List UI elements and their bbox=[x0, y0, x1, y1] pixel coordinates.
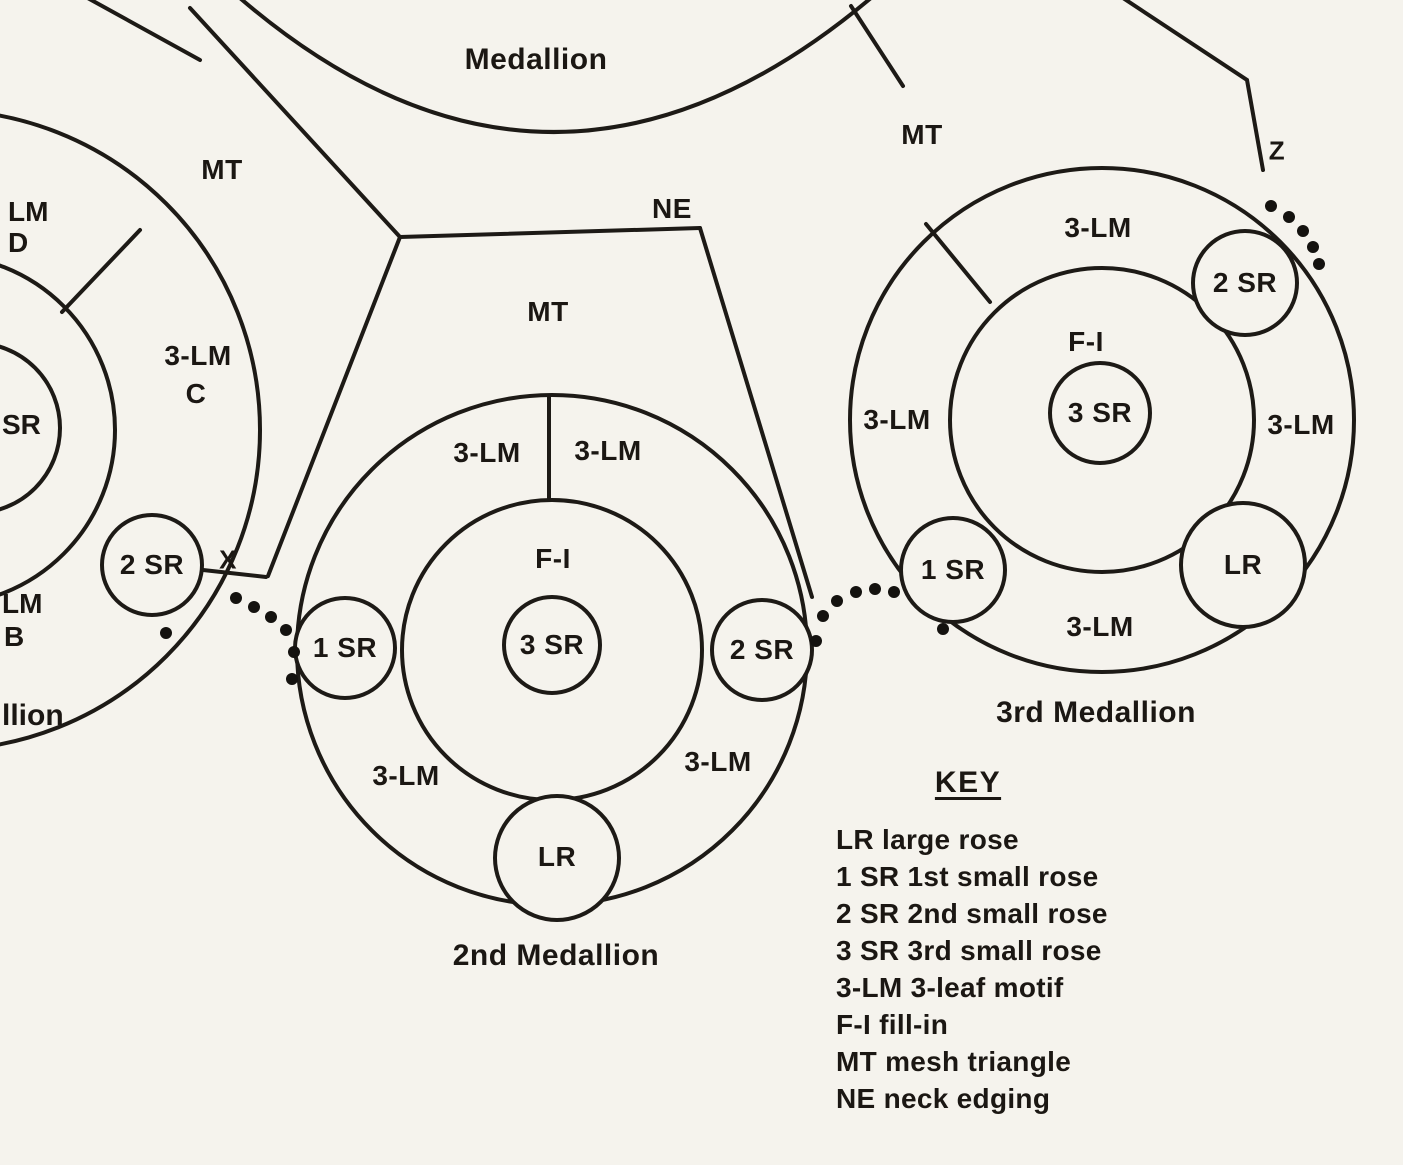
second-medallion-3sr-circle bbox=[502, 595, 602, 695]
third-medallion-lm-right-label: 3-LM bbox=[1267, 409, 1335, 440]
second-medallion-lr-label: LR bbox=[537, 841, 577, 872]
third-medallion-lr-circle bbox=[1179, 501, 1307, 629]
z-boundary-line bbox=[1122, 0, 1265, 172]
first-medallion-3sr-label: SR bbox=[2, 409, 41, 440]
second-medallion-1sr-label: 1 SR bbox=[312, 632, 378, 663]
top-left-line bbox=[87, 0, 202, 62]
top-medallion-label: Medallion bbox=[464, 43, 608, 76]
mesh-triangle-center-right-edge bbox=[698, 226, 814, 599]
third-medallion-inner-circle bbox=[948, 266, 1256, 574]
third-medallion-lr-label: LR bbox=[1223, 549, 1263, 580]
key-item-fi: F-I fill-in bbox=[836, 1009, 949, 1040]
point-x-label: X bbox=[219, 544, 237, 575]
point-z-label: Z bbox=[1268, 135, 1286, 166]
mesh-triangle-left-edge bbox=[188, 6, 402, 239]
key-item-3lm: 3-LM 3-leaf motif bbox=[836, 972, 1064, 1003]
x-connector-line bbox=[201, 568, 268, 579]
third-medallion-fill-in-label: F-I bbox=[1068, 326, 1104, 357]
second-medallion-caption: 2nd Medallion bbox=[452, 939, 660, 972]
first-medallion-3sr-circle bbox=[0, 344, 62, 512]
third-medallion-section-divider bbox=[924, 222, 992, 304]
third-medallion-lm-top-label: 3-LM bbox=[1064, 212, 1132, 243]
third-medallion-lm-left-label: 3-LM bbox=[863, 404, 931, 435]
third-medallion-outer-circle bbox=[848, 166, 1356, 674]
second-medallion-3sr-label: 3 SR bbox=[519, 629, 585, 660]
second-medallion-lm-top-left-label: 3-LM bbox=[453, 437, 521, 468]
first-medallion-inner-circle bbox=[0, 263, 117, 597]
second-medallion-lm-bottom-right-label: 3-LM bbox=[684, 746, 752, 777]
first-medallion-section-divider bbox=[60, 228, 142, 314]
key-item-ne: NE neck edging bbox=[836, 1083, 1051, 1114]
key-panel: LR large rose 1 SR 1st small rose 2 SR 2… bbox=[836, 821, 1108, 1117]
second-medallion-lm-top-right-label: 3-LM bbox=[574, 435, 642, 466]
second-medallion-2sr-label: 2 SR bbox=[729, 634, 795, 665]
key-item-1sr: 1 SR 1st small rose bbox=[836, 861, 1099, 892]
mesh-triangle-center-left-edge bbox=[266, 235, 402, 578]
neck-edging-line bbox=[398, 226, 702, 239]
second-medallion-lr-circle bbox=[493, 794, 621, 922]
third-medallion-lm-bottom-label: 3-LM bbox=[1066, 611, 1134, 642]
first-medallion-lm-d-letter: D bbox=[8, 227, 29, 258]
top-right-line bbox=[849, 4, 905, 88]
first-medallion-outer-circle bbox=[0, 113, 262, 747]
key-title: KEY bbox=[934, 766, 1002, 799]
first-medallion-lm-c-abbr: 3-LM bbox=[164, 340, 232, 371]
join-dots bbox=[160, 200, 1325, 685]
second-medallion-fill-in-label: F-I bbox=[535, 543, 571, 574]
key-item-2sr: 2 SR 2nd small rose bbox=[836, 898, 1108, 929]
key-item-lr: LR large rose bbox=[836, 824, 1019, 855]
key-item-3sr: 3 SR 3rd small rose bbox=[836, 935, 1102, 966]
third-medallion-caption: 3rd Medallion bbox=[996, 696, 1196, 729]
third-medallion-2sr-label: 2 SR bbox=[1212, 267, 1278, 298]
first-medallion-lm-b-abbr: LM bbox=[2, 588, 43, 619]
third-medallion-3sr-circle bbox=[1048, 361, 1152, 465]
neck-edging-label: NE bbox=[652, 193, 692, 224]
third-medallion-1sr-label: 1 SR bbox=[920, 554, 986, 585]
mesh-triangle-left-label: MT bbox=[201, 154, 243, 185]
key-item-mt: MT mesh triangle bbox=[836, 1046, 1072, 1077]
third-medallion-1sr-circle bbox=[899, 516, 1007, 624]
first-medallion-caption: llion bbox=[2, 699, 64, 732]
third-medallion-2sr-circle bbox=[1191, 229, 1299, 337]
first-medallion-lm-b-letter: B bbox=[4, 621, 25, 652]
first-medallion-lm-d-abbr: LM bbox=[8, 196, 49, 227]
first-medallion-2sr-label: 2 SR bbox=[119, 549, 185, 580]
first-medallion-2sr-circle bbox=[100, 513, 204, 617]
second-medallion-2sr-circle bbox=[710, 598, 814, 702]
top-medallion-arc bbox=[239, 0, 872, 134]
mesh-triangle-right-label: MT bbox=[901, 119, 943, 150]
first-medallion-lm-c-letter: C bbox=[185, 378, 207, 409]
third-medallion-3sr-label: 3 SR bbox=[1067, 397, 1133, 428]
mesh-triangle-center-label: MT bbox=[527, 296, 569, 327]
second-medallion-lm-bottom-left-label: 3-LM bbox=[372, 760, 440, 791]
